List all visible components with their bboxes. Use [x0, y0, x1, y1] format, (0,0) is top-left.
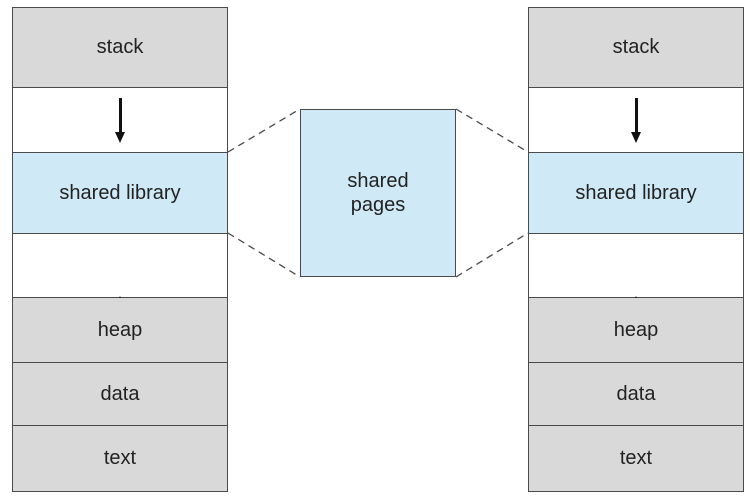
- right-heap-label: heap: [613, 318, 659, 341]
- left-bottom-connector-line: [227, 232, 301, 278]
- right-process-address-space: stack shared library heap data text: [528, 7, 744, 492]
- left-process-address-space: stack shared library heap data text: [12, 7, 228, 492]
- right-stack-label: stack: [612, 36, 660, 58]
- right-free-space-lower: [528, 234, 744, 333]
- right-text-label: text: [619, 447, 653, 469]
- right-stack-segment: stack: [528, 7, 744, 88]
- right-heap-segment: heap: [528, 298, 744, 363]
- left-stack-segment: stack: [12, 7, 228, 88]
- left-heap-segment: heap: [12, 298, 228, 363]
- shared-pages-label-line1: shared: [347, 170, 409, 192]
- left-data-segment: data: [12, 363, 228, 426]
- right-text-segment: text: [528, 426, 744, 492]
- left-heap-label: heap: [97, 318, 143, 341]
- left-data-label: data: [100, 382, 140, 405]
- left-free-space-upper: [12, 88, 228, 153]
- left-shared-library-segment: shared library: [12, 153, 228, 234]
- right-top-connector-line: [455, 108, 529, 153]
- right-free-space-upper: [528, 88, 744, 153]
- left-top-connector-line: [227, 108, 301, 153]
- right-shared-library-segment: shared library: [528, 153, 744, 234]
- shared-pages-box: shared pages: [300, 109, 456, 277]
- left-free-space-lower: [12, 234, 228, 333]
- right-data-label: data: [616, 382, 656, 405]
- left-shared-library-label: shared library: [59, 181, 181, 204]
- right-bottom-connector-line: [455, 232, 529, 278]
- left-text-label: text: [103, 447, 137, 469]
- right-shared-library-label: shared library: [575, 181, 697, 204]
- shared-pages-label-line2: pages: [350, 194, 406, 216]
- left-text-segment: text: [12, 426, 228, 492]
- right-data-segment: data: [528, 363, 744, 426]
- left-stack-label: stack: [96, 36, 144, 58]
